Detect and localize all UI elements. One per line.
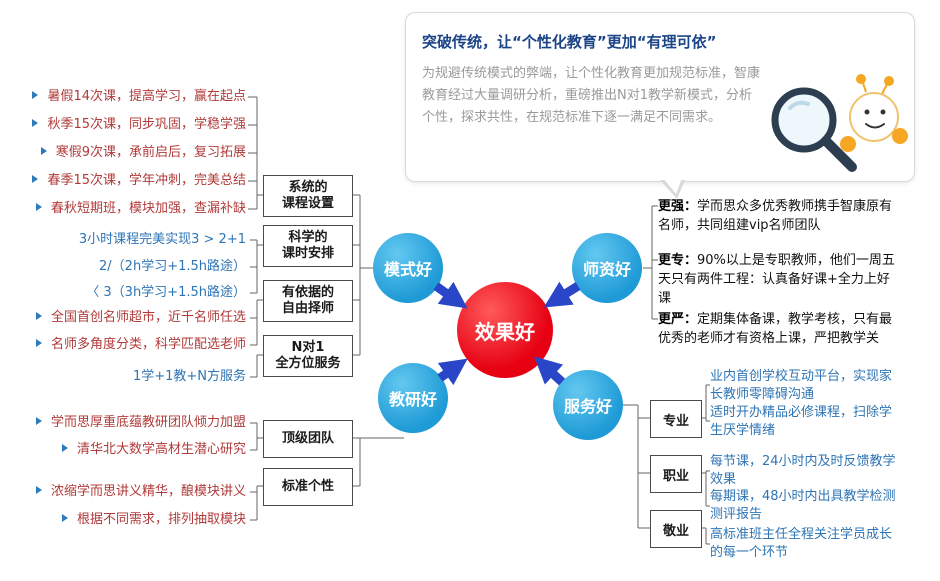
research-item-text: 清华北大数学高材生潜心研究 bbox=[76, 442, 246, 457]
box-n-to-1-service: N对1 全方位服务 bbox=[263, 335, 353, 377]
arrow-bullet-icon bbox=[61, 514, 68, 522]
arrow-bullet-icon bbox=[32, 91, 39, 99]
box-course-setup: 系统的 课程设置 bbox=[263, 175, 353, 217]
box-standard-personality: 标准个性 bbox=[263, 468, 353, 506]
research-item: 学而思厚重底蕴教研团队倾力加盟 bbox=[35, 415, 246, 431]
course-item-text: 秋季15次课，同步巩固，学稳学强 bbox=[47, 117, 246, 132]
time-item-text: 〈 3（3h学习+1.5h路途） bbox=[86, 285, 246, 300]
mascot-magnifier-illustration bbox=[771, 74, 908, 172]
course-item-text: 春秋短期班，模块加强，查漏补缺 bbox=[50, 201, 246, 216]
service-item-text: 适时开办精品必修课程，扫除学生厌学情绪 bbox=[710, 405, 893, 438]
arrow-bullet-icon bbox=[32, 175, 39, 183]
center-node-label: 效果好 bbox=[475, 319, 535, 344]
arrow-bullet-icon bbox=[35, 312, 42, 320]
arrow-bullet-icon bbox=[35, 339, 42, 347]
service-item: 每期课，48小时内出具教学检测测评报告 bbox=[710, 488, 898, 524]
node-service-label: 服务好 bbox=[563, 397, 612, 416]
arrow-bullet-icon bbox=[61, 444, 68, 452]
box-teacher-selection-label: 有依据的 自由择师 bbox=[281, 285, 334, 316]
service-item-text: 高标准班主任全程关注学员成长的每一个环节 bbox=[710, 527, 893, 560]
research-item-text: 根据不同需求，排列抽取模块 bbox=[76, 512, 246, 527]
pick-item: 全国首创名师超市，近千名师任选 bbox=[35, 310, 246, 326]
course-item-text: 春季15次课，学年冲刺，完美总结 bbox=[47, 173, 246, 188]
node-teachers: 师资好 bbox=[572, 233, 642, 303]
arrow-bullet-icon bbox=[35, 486, 42, 494]
arrow-bullet-icon bbox=[32, 119, 39, 127]
course-item: 春秋短期班，模块加强，查漏补缺 bbox=[35, 201, 246, 217]
research-item-text: 学而思厚重底蕴教研团队倾力加盟 bbox=[50, 415, 246, 430]
node-service: 服务好 bbox=[553, 370, 623, 440]
pick-item-text: 名师多角度分类，科学匹配选老师 bbox=[50, 337, 246, 352]
bubble-body: 为规避传统模式的弊端，让个性化教育更加规范标准，智康教育经过大量调研分析，重磅推… bbox=[422, 66, 761, 125]
node-mode-label: 模式好 bbox=[383, 260, 432, 279]
service-item-text: 每节课，24小时内及时反馈教学效果 bbox=[710, 454, 896, 487]
pick-item-text: 全国首创名师超市，近千名师任选 bbox=[50, 310, 246, 325]
teacher-point-text: 定期集体备课，教学考核，只有最优秀的老师才有资格上课，严把教学关 bbox=[658, 312, 893, 346]
research-item-text: 浓缩学而思讲义精华，酿模块讲义 bbox=[50, 484, 246, 499]
n-service-item-text: 1学+1教+N方服务 bbox=[132, 369, 246, 384]
box-time-arrangement: 科学的 课时安排 bbox=[263, 225, 353, 267]
teacher-point-text: 学而思众多优秀教师携手智康原有名师，共同组建vip名师团队 bbox=[658, 199, 893, 233]
course-item: 暑假14次课，提高学习，赢在起点 bbox=[32, 89, 246, 105]
box-n-to-1-service-label: N对1 全方位服务 bbox=[275, 340, 341, 371]
research-item: 浓缩学而思讲义精华，酿模块讲义 bbox=[35, 484, 246, 500]
teacher-point-text: 90%以上是专职教师，他们一周五天只有两件工程：认真备好课+全力上好课 bbox=[658, 253, 895, 306]
box-occupational: 职业 bbox=[650, 455, 702, 493]
course-item: 春季15次课，学年冲刺，完美总结 bbox=[32, 173, 246, 189]
research-item: 清华北大数学高材生潜心研究 bbox=[61, 442, 246, 458]
arrow-bullet-icon bbox=[35, 417, 42, 425]
teacher-point-label: 更强： bbox=[658, 199, 698, 214]
box-occupational-label: 职业 bbox=[662, 468, 689, 484]
box-professional: 专业 bbox=[650, 400, 702, 438]
bubble-tail-fill bbox=[663, 178, 682, 194]
service-item: 适时开办精品必修课程，扫除学生厌学情绪 bbox=[710, 404, 898, 440]
course-item-text: 寒假9次课，承前启后，复习拓展 bbox=[55, 145, 246, 160]
node-research: 教研好 bbox=[378, 363, 448, 433]
course-item: 秋季15次课，同步巩固，学稳学强 bbox=[32, 117, 246, 133]
teacher-point: 更强：学而思众多优秀教师携手智康原有名师，共同组建vip名师团队 bbox=[658, 197, 896, 235]
time-item: 2/（2h学习+1.5h路途） bbox=[99, 259, 246, 275]
node-mode: 模式好 bbox=[373, 233, 443, 303]
service-item: 业内首创学校互动平台，实现家长教师零障碍沟通 bbox=[710, 368, 898, 404]
teacher-point: 更严：定期集体备课，教学考核，只有最优秀的老师才有资格上课，严把教学关 bbox=[658, 310, 896, 348]
time-item: 〈 3（3h学习+1.5h路途） bbox=[86, 285, 246, 301]
box-course-setup-label: 系统的 课程设置 bbox=[281, 180, 334, 211]
box-standard-personality-label: 标准个性 bbox=[281, 479, 334, 494]
box-professional-label: 专业 bbox=[662, 413, 689, 429]
speech-bubble: 突破传统，让“个性化教育”更加“有理可依” 为规避传统模式的弊端，让个性化教育更… bbox=[405, 12, 915, 182]
box-top-team: 顶级团队 bbox=[263, 420, 353, 458]
box-dedicated-label: 敬业 bbox=[662, 523, 689, 539]
time-item-text: 2/（2h学习+1.5h路途） bbox=[99, 259, 246, 274]
node-teachers-label: 师资好 bbox=[582, 260, 631, 279]
bubble-title: 突破传统，让“个性化教育”更加“有理可依” bbox=[422, 33, 717, 51]
n-service-item: 1学+1教+N方服务 bbox=[133, 369, 246, 385]
pick-item: 名师多角度分类，科学匹配选老师 bbox=[35, 337, 246, 353]
course-item-text: 暑假14次课，提高学习，赢在起点 bbox=[47, 89, 246, 104]
arrow-bullet-icon bbox=[35, 203, 42, 211]
box-time-arrangement-label: 科学的 课时安排 bbox=[281, 230, 334, 261]
teacher-point-label: 更严： bbox=[658, 312, 698, 327]
teacher-point: 更专：90%以上是专职教师，他们一周五天只有两件工程：认真备好课+全力上好课 bbox=[658, 251, 896, 308]
box-top-team-label: 顶级团队 bbox=[281, 431, 334, 446]
course-item: 寒假9次课，承前启后，复习拓展 bbox=[40, 145, 246, 161]
time-item: 3小时课程完美实现3 > 2+1 bbox=[79, 232, 246, 248]
service-item: 每节课，24小时内及时反馈教学效果 bbox=[710, 453, 898, 489]
service-item-text: 每期课，48小时内出具教学检测测评报告 bbox=[710, 489, 896, 522]
teacher-point-label: 更专： bbox=[658, 253, 698, 268]
service-item-text: 业内首创学校互动平台，实现家长教师零障碍沟通 bbox=[710, 369, 893, 402]
arrow-bullet-icon bbox=[40, 147, 47, 155]
box-teacher-selection: 有依据的 自由择师 bbox=[263, 280, 353, 322]
service-item: 高标准班主任全程关注学员成长的每一个环节 bbox=[710, 526, 898, 562]
box-dedicated: 敬业 bbox=[650, 510, 702, 548]
research-item: 根据不同需求，排列抽取模块 bbox=[61, 512, 246, 528]
node-research-label: 教研好 bbox=[388, 390, 437, 409]
time-item-text: 3小时课程完美实现3 > 2+1 bbox=[78, 232, 246, 247]
